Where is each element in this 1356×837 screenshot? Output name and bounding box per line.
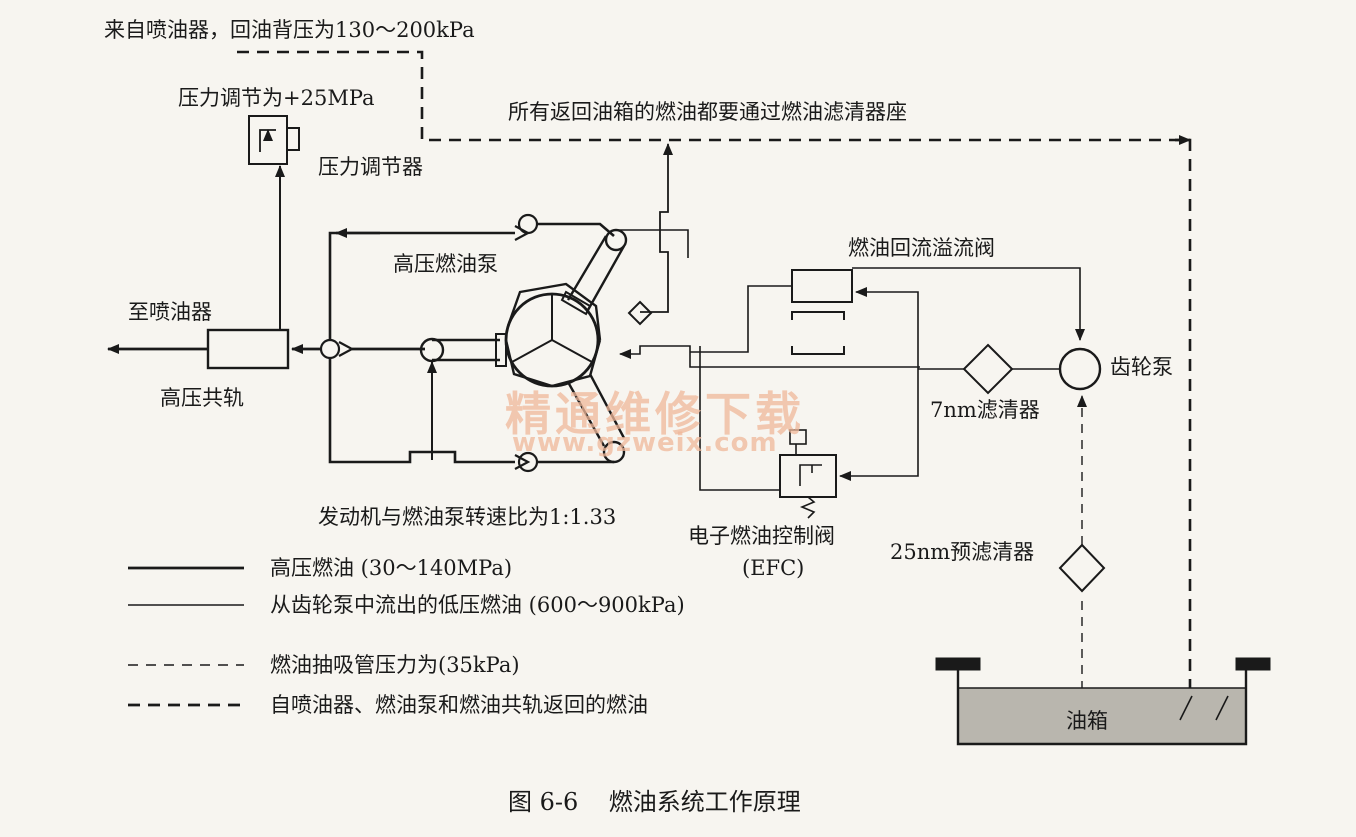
tank-left-cap [935, 657, 981, 671]
high-pressure-pump-label: 高压燃油泵 [393, 252, 498, 276]
tank-right-cap [1235, 657, 1271, 671]
pressure-regulator-pilot [286, 127, 300, 151]
upper-plunger [566, 235, 626, 311]
legend-text-return: 自喷油器、燃油泵和燃油共轨返回的燃油 [270, 693, 648, 717]
legend-text-suction: 燃油抽吸管压力为(35kPa) [270, 653, 520, 677]
pressure-regulator-label: 压力调节器 [318, 155, 423, 179]
efc-abbr-label: (EFC) [742, 556, 805, 580]
left-plunger [432, 338, 500, 362]
high-pressure-common-rail [206, 328, 290, 370]
low-pressure-feed-line [619, 345, 920, 368]
lower-high-pressure-line [328, 358, 515, 464]
gear-pump-label: 齿轮泵 [1110, 355, 1173, 379]
filter-seat-note: 所有返回油箱的燃油都要通过燃油滤清器座 [508, 100, 907, 124]
fuel-tank-fill [958, 688, 1246, 744]
watermark-url: www.gzweix.com [512, 428, 778, 458]
efc-valve-label: 电子燃油控制阀 [688, 524, 835, 548]
speed-ratio-label: 发动机与燃油泵转速比为1:1.33 [318, 505, 617, 529]
efc-valve-body [779, 454, 837, 498]
watermark-cn: 精通维修下载 [505, 387, 805, 441]
to-injectors-label: 至喷油器 [128, 300, 212, 324]
injector-return-label: 来自喷油器，回油背压为130～200kPa [104, 18, 475, 42]
fuel-tank-outline [956, 668, 1248, 746]
efc-spring [799, 496, 816, 519]
filter-7nm-label: 7nm滤清器 [930, 398, 1040, 422]
efc-feed-line [839, 367, 919, 481]
overflow-feed-line [855, 287, 919, 367]
rail-check-valve [319, 338, 341, 360]
pump-return-line [640, 143, 673, 313]
filter-7nm-symbol [962, 343, 1014, 395]
pressure-regulator-body [248, 115, 288, 165]
fuel-tank-label: 油箱 [1066, 709, 1108, 733]
pump-small-diamond [627, 300, 653, 326]
injector-return-line [237, 50, 1192, 690]
common-rail-label: 高压共轨 [160, 386, 244, 410]
gear-pump-overflow-line [852, 267, 1085, 341]
overflow-valve-label: 燃油回流溢流阀 [848, 236, 995, 260]
prefilter-25nm-label: 25nm预滤清器 [890, 540, 1035, 564]
gear-pump-symbol [1058, 347, 1102, 391]
figure-caption: 图 6-6 燃油系统工作原理 [508, 788, 801, 816]
pressure-setting-label: 压力调节为+25MPa [178, 86, 375, 110]
legend-text-high-pressure: 高压燃油 (30～140MPa) [270, 556, 513, 580]
overflow-valve-body [791, 269, 853, 303]
lower-plunger [566, 373, 626, 447]
overflow-return-line [690, 285, 792, 353]
legend-text-low-pressure: 从齿轮泵中流出的低压燃油 (600～900kPa) [270, 593, 685, 617]
upper-high-pressure-line [328, 231, 515, 340]
prefilter-25nm-symbol [1058, 543, 1106, 593]
